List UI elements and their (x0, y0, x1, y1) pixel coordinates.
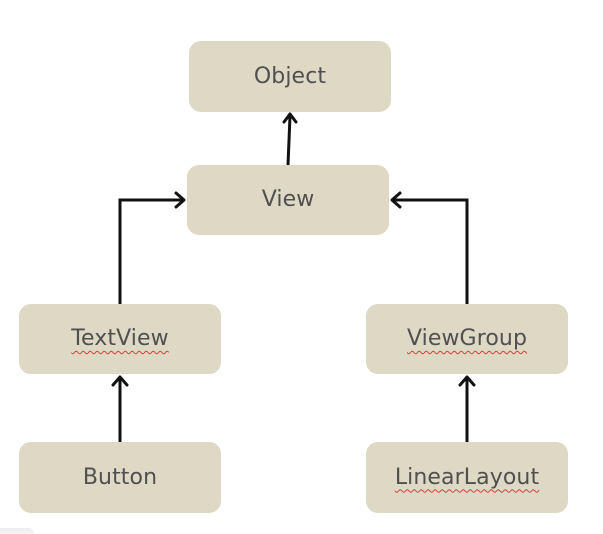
edge-view-to-object (282, 112, 298, 166)
edge-viewgroup-to-view (390, 191, 469, 304)
edge-linearlayout-to-viewgroup (458, 375, 476, 442)
node-label-linearlayout: LinearLayout (394, 464, 540, 490)
edge-button-to-textview (111, 375, 129, 442)
node-viewgroup: ViewGroup (366, 304, 568, 374)
node-label-button: Button (82, 464, 158, 490)
page-corner-shade (0, 528, 34, 534)
node-view: View (187, 165, 389, 235)
node-button: Button (19, 442, 221, 513)
node-linearlayout: LinearLayout (366, 442, 568, 513)
edge-textview-to-view (118, 191, 186, 304)
node-label-object: Object (253, 63, 327, 89)
node-label-view: View (261, 187, 315, 212)
node-textview: TextView (19, 304, 221, 374)
node-label-viewgroup: ViewGroup (406, 326, 528, 351)
node-object: Object (189, 41, 391, 112)
node-label-textview: TextView (71, 326, 169, 351)
